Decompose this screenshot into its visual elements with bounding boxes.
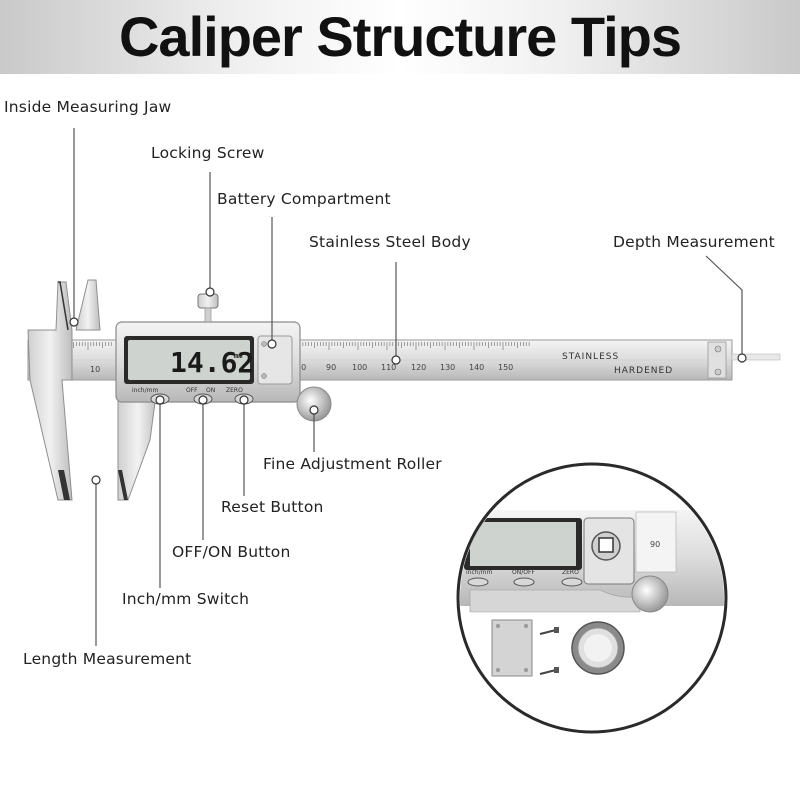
inside-measuring-jaw-label: Inside Measuring Jaw [4,98,172,116]
scale-number: 130 [440,363,455,372]
engraving-stainless: STAINLESS [562,352,619,362]
scale-number: 110 [381,363,396,372]
battery-compartment [257,335,293,385]
inset-button-label: ON/OFF [512,569,535,576]
scale-number: 100 [352,363,367,372]
sliding-jaw [75,279,101,331]
screw-icon [539,627,559,635]
battery-detail-inset: 90 inch/mm ON/OFF ZERO [456,462,728,734]
inch-mm-switch-label: Inch/mm Switch [122,590,250,608]
lcd-unit: mm [234,352,242,360]
inset-button-label: ZERO [562,569,579,576]
fixed-jaw [27,281,73,501]
engraving-hardened: HARDENED [614,366,673,376]
length-measurement-label: Length Measurement [23,650,192,668]
marker-dots [69,287,747,485]
title-banner [0,0,800,74]
scale-number: 10 [90,365,100,374]
inset-button-label: inch/mm [466,569,492,576]
page-title: Caliper Structure Tips [118,5,682,68]
scale-number: 120 [411,363,426,372]
on-label: ON [206,387,215,394]
depth-rod [731,353,781,361]
lcd-screen [128,340,250,380]
depth-measurement-label: Depth Measurement [613,233,775,251]
off-label: OFF [186,387,198,394]
scale-number: 80 [296,363,306,372]
zero-label: ZERO [226,387,243,394]
locking-screw-label: Locking Screw [151,144,265,162]
inch-mm-label: inch/mm [132,387,158,394]
reset-button-label: Reset Button [221,498,324,516]
scale-number: 150 [498,363,513,372]
scale-number: 140 [469,363,484,372]
battery-cover [491,619,533,677]
lcd-reading: 14.62 [170,346,254,379]
screw-icon [539,667,559,675]
fine-adjustment-roller-label: Fine Adjustment Roller [263,455,442,473]
battery-compartment-label: Battery Compartment [217,190,391,208]
leader-lines [73,128,743,646]
scale-number: 90 [326,363,336,372]
off-on-button-label: OFF/ON Button [172,543,291,561]
stainless-steel-body-label: Stainless Steel Body [309,233,471,251]
inset-scale-number: 90 [650,540,660,549]
